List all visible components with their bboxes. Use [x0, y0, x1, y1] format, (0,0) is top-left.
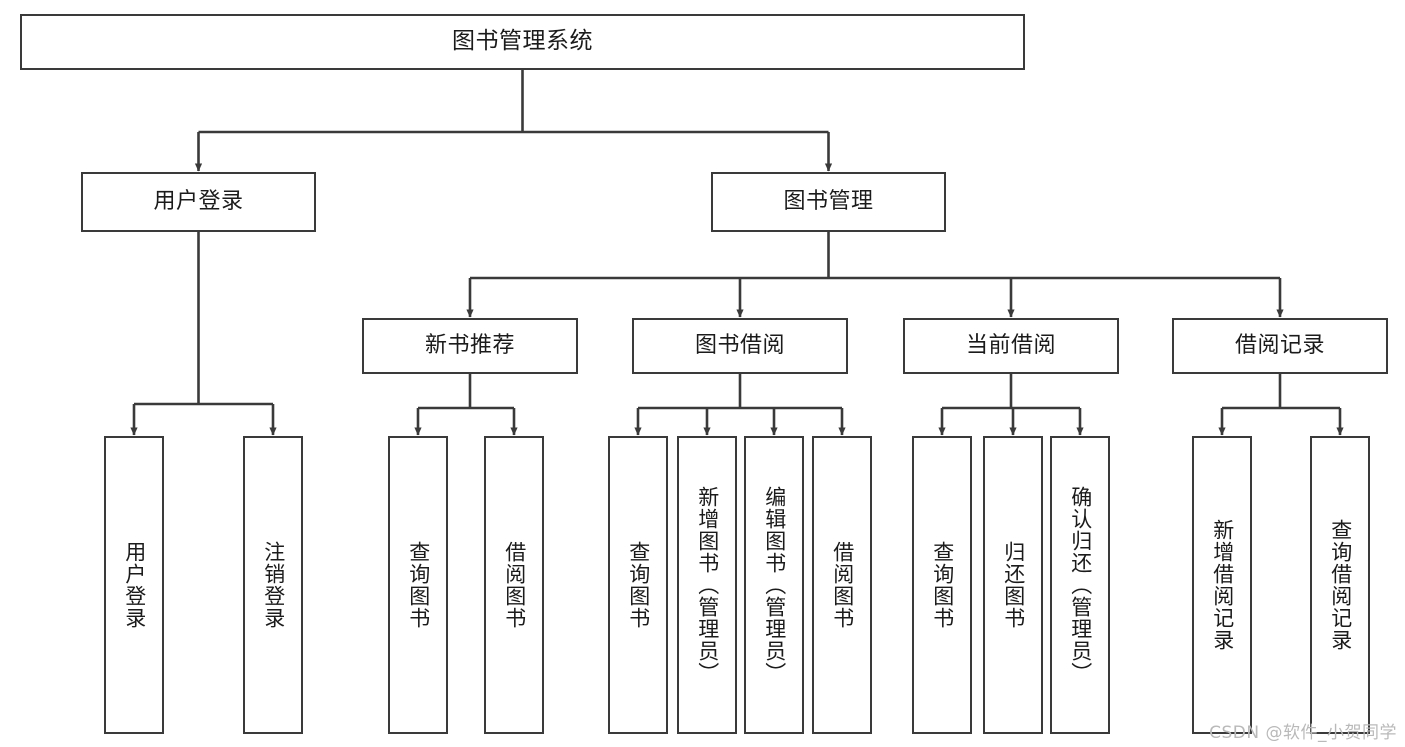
node-label: 借阅记录	[1234, 332, 1325, 358]
node-book-borrow[interactable]: 图书借阅	[632, 318, 848, 374]
node-label: 用户登录	[122, 541, 147, 629]
node-leaf-borrow-book-2[interactable]: 借阅图书	[812, 436, 872, 734]
node-label: 编辑图书（管理员）	[762, 486, 787, 684]
node-label: 用户登录	[153, 188, 244, 214]
node-current-borrow[interactable]: 当前借阅	[903, 318, 1119, 374]
node-leaf-add-record[interactable]: 新增借阅记录	[1192, 436, 1252, 734]
node-label: 查询图书	[406, 541, 431, 629]
node-leaf-query-book-3[interactable]: 查询图书	[912, 436, 972, 734]
node-label: 借阅图书	[830, 541, 855, 629]
node-label: 新书推荐	[424, 332, 515, 358]
node-label: 确认归还（管理员）	[1068, 486, 1093, 684]
node-leaf-query-record[interactable]: 查询借阅记录	[1310, 436, 1370, 734]
watermark: CSDN @软件_小贺同学	[1209, 723, 1397, 743]
node-label: 新增借阅记录	[1210, 519, 1235, 651]
node-leaf-logout[interactable]: 注销登录	[243, 436, 303, 734]
node-leaf-user-login[interactable]: 用户登录	[104, 436, 164, 734]
node-user-login[interactable]: 用户登录	[81, 172, 316, 232]
node-borrow-record[interactable]: 借阅记录	[1172, 318, 1388, 374]
node-leaf-query-book-1[interactable]: 查询图书	[388, 436, 448, 734]
node-label: 查询借阅记录	[1328, 519, 1353, 651]
node-label: 图书管理	[783, 188, 874, 214]
node-label: 查询图书	[626, 541, 651, 629]
node-leaf-borrow-book-1[interactable]: 借阅图书	[484, 436, 544, 734]
node-label: 借阅图书	[502, 541, 527, 629]
node-label: 新增图书（管理员）	[695, 486, 720, 684]
node-leaf-query-book-2[interactable]: 查询图书	[608, 436, 668, 734]
node-leaf-add-book[interactable]: 新增图书（管理员）	[677, 436, 737, 734]
node-leaf-confirm-return[interactable]: 确认归还（管理员）	[1050, 436, 1110, 734]
node-label: 查询图书	[930, 541, 955, 629]
node-label: 图书管理系统	[452, 28, 593, 55]
node-root[interactable]: 图书管理系统	[20, 14, 1025, 70]
node-label: 当前借阅	[965, 332, 1056, 358]
node-label: 归还图书	[1001, 541, 1026, 629]
node-label: 注销登录	[261, 541, 286, 629]
node-leaf-edit-book[interactable]: 编辑图书（管理员）	[744, 436, 804, 734]
node-label: 图书借阅	[694, 332, 785, 358]
node-book-manage[interactable]: 图书管理	[711, 172, 946, 232]
node-new-book-rec[interactable]: 新书推荐	[362, 318, 578, 374]
node-leaf-return-book[interactable]: 归还图书	[983, 436, 1043, 734]
